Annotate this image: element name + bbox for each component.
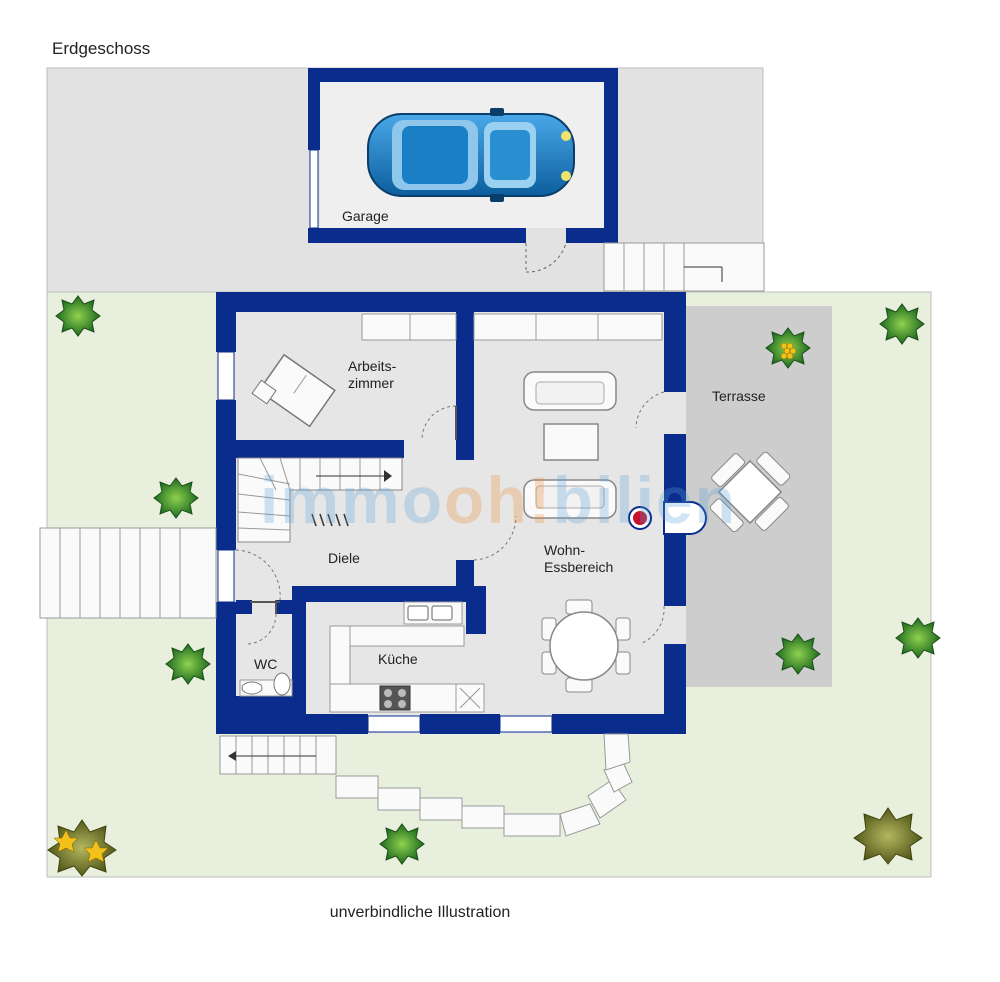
shelves [361,313,663,341]
room-label-terrasse: Terrasse [712,388,766,404]
sofa-icon [523,371,617,519]
staircase [237,457,403,543]
car-icon [367,108,575,202]
interior-walls [236,312,486,714]
door-swings [235,391,665,645]
room-label-garage: Garage [342,208,389,224]
room-label-kueche: Küche [378,651,418,667]
desk-icon [251,353,336,428]
caption: unverbindliche Illustration [329,904,511,921]
room-label-diele: Diele [328,550,360,566]
entrance-stairs [39,527,217,619]
stove-icon [628,501,707,535]
shrub-yellow-icon [47,819,117,877]
garden-path [335,733,633,837]
shrub-olive-icon [853,807,923,865]
windows [217,351,553,733]
cooktop-icon [379,685,411,711]
floor-title: Erdgeschoss [52,39,151,58]
door-leaves [250,406,457,614]
sink-icon [407,605,453,621]
garage-walls [308,68,618,243]
cellar-stairs [219,735,337,775]
flower-icon [780,342,797,360]
plant-icon [55,295,941,865]
garage-stairs [603,242,765,292]
garage-window [309,149,319,229]
room-label-wohn-essbereich: Wohn- Essbereich [544,542,614,575]
wc-fixtures [239,672,293,697]
dining-table-icon [541,599,631,693]
terrace-table-icon [709,451,791,533]
garage-door [525,242,567,273]
room-label-arbeitszimmer: Arbeits- zimmer [348,358,397,391]
room-label-wc: WC [254,656,278,672]
